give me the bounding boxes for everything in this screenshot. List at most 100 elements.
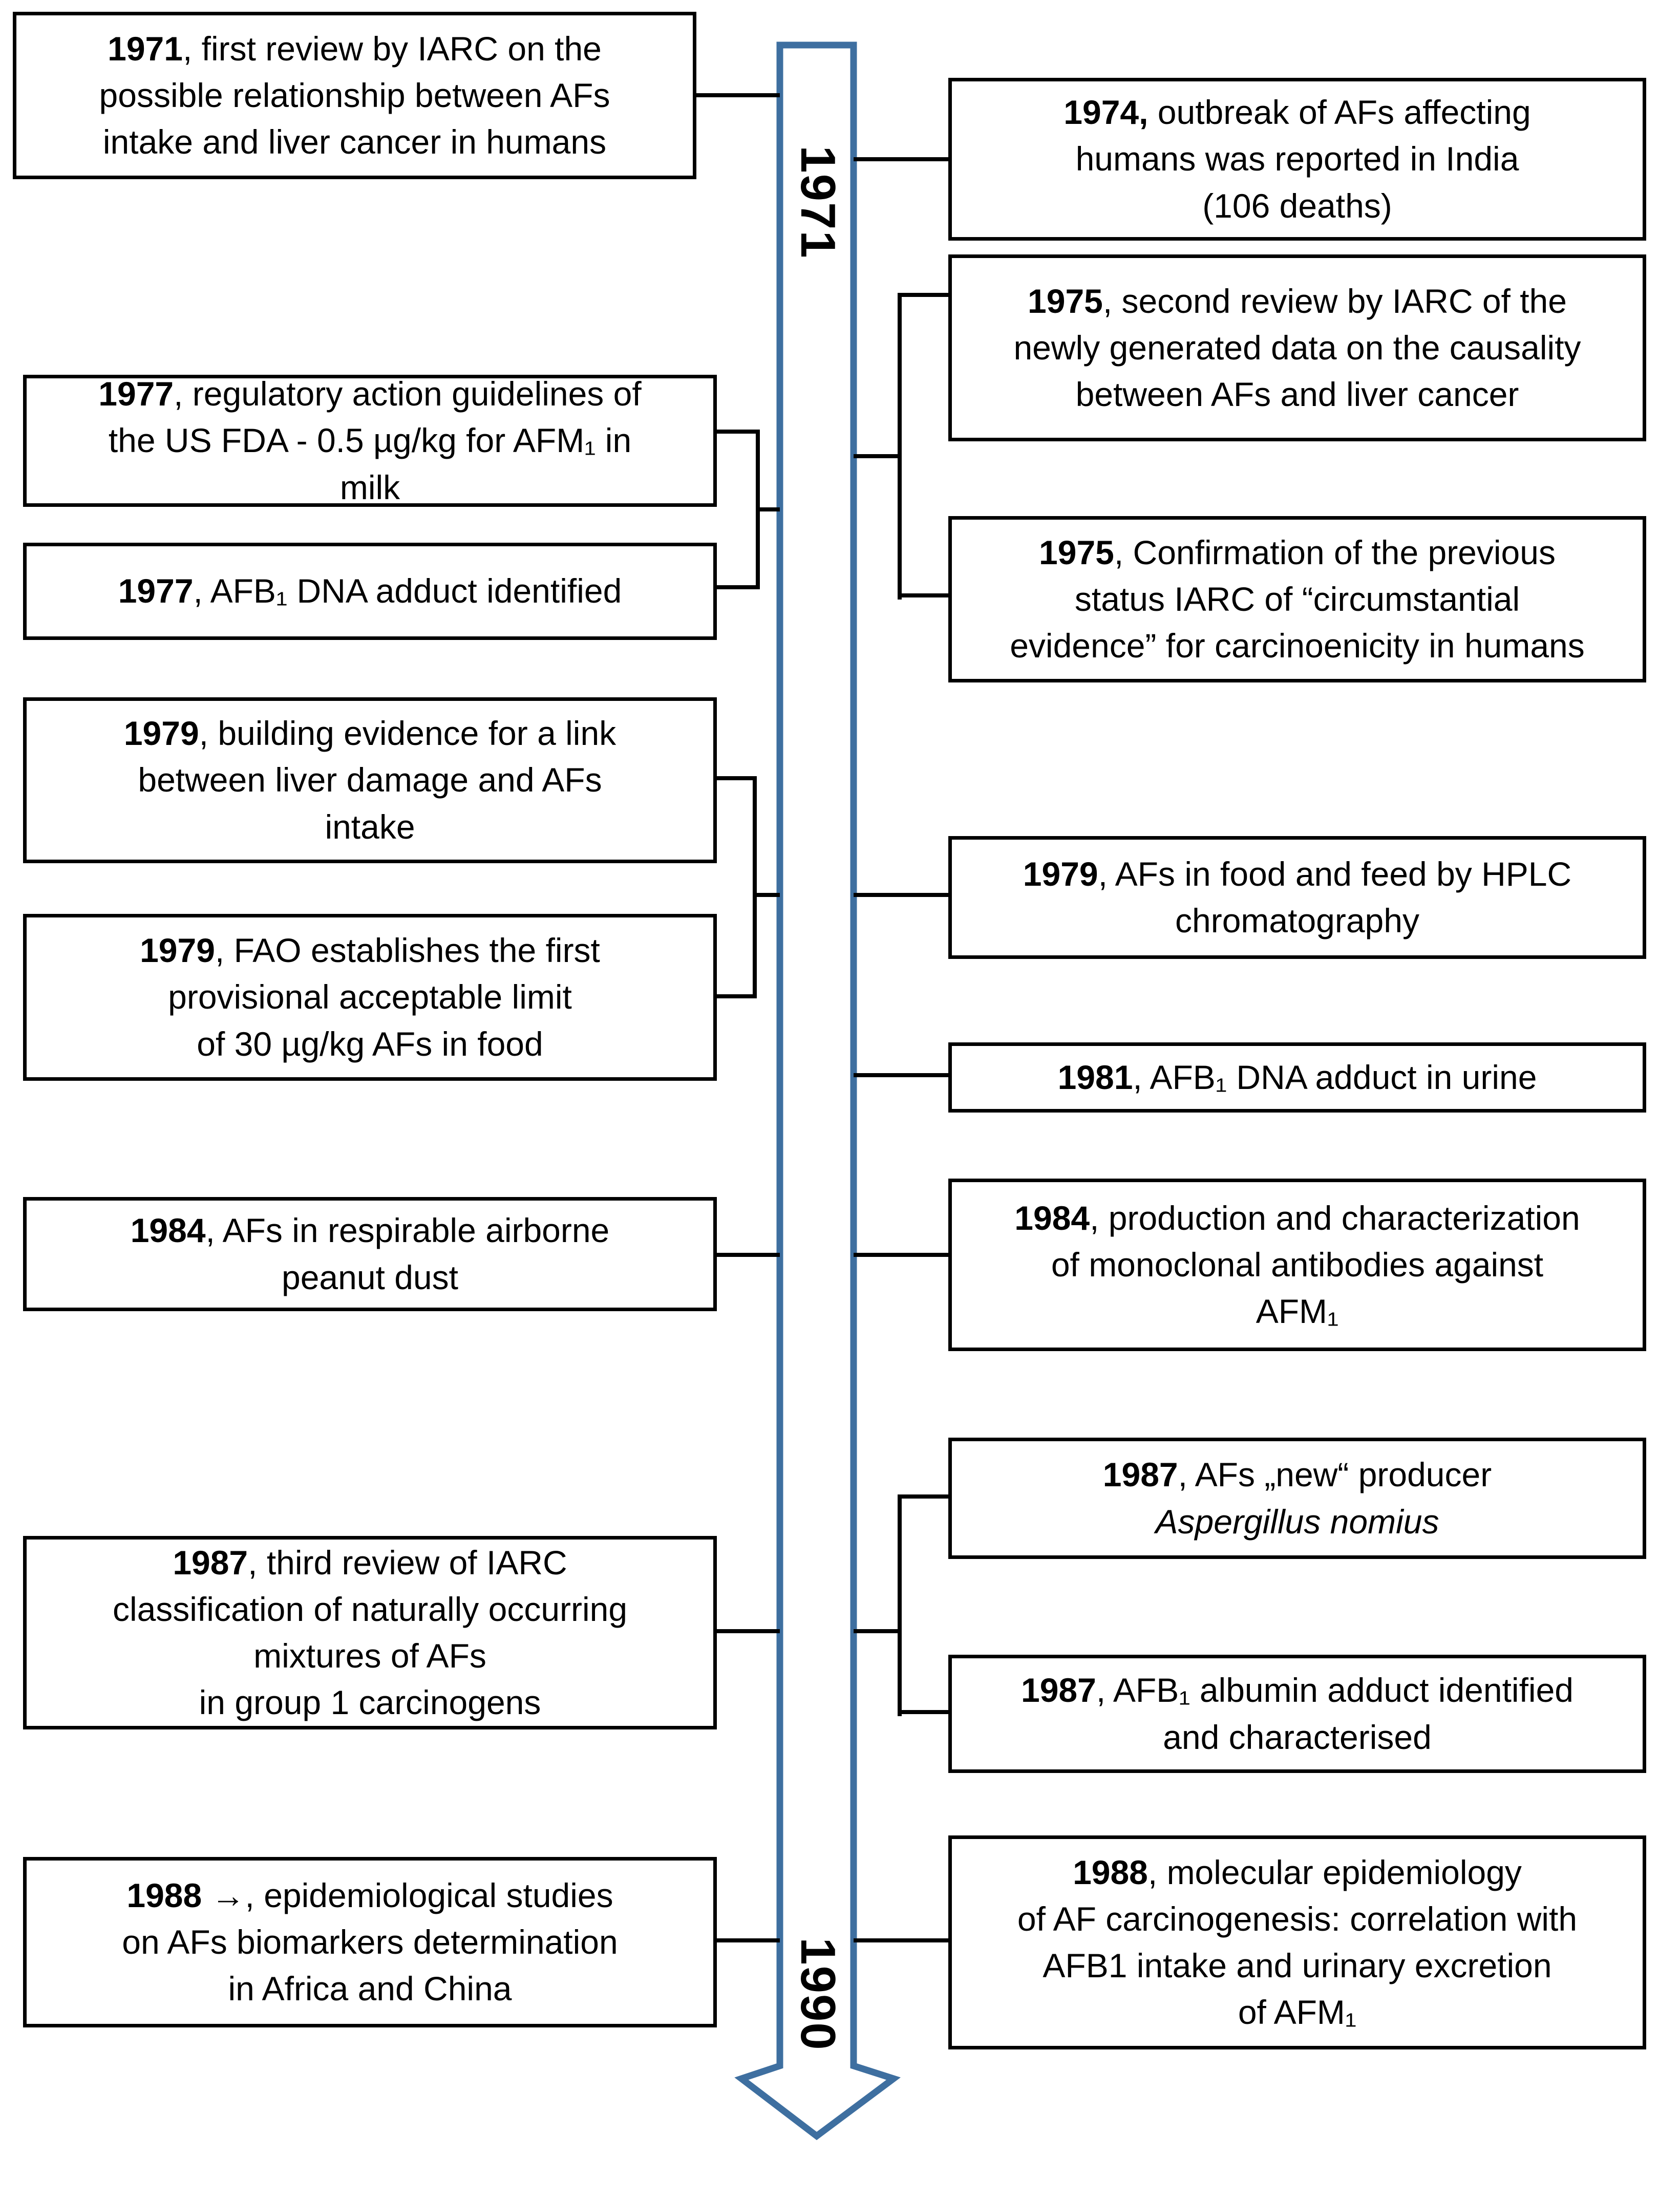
connector-1988-left: [717, 1938, 780, 1942]
connector-1974: [854, 157, 950, 161]
event-year: 1987: [173, 1543, 248, 1582]
event-text-line: evidence” for carcinoenicity in humans: [1010, 627, 1585, 665]
event-year: 1977: [118, 572, 194, 610]
event-text-line: 1977, regulatory action guidelines of: [98, 375, 642, 413]
connector-1979b-stub: [717, 994, 757, 998]
connector-1975a-stub: [898, 293, 948, 297]
event-text-line: of monoclonal antibodies against: [1051, 1245, 1544, 1284]
event-text-line: 1987, third review of IARC: [173, 1543, 567, 1582]
event-year: 1979: [123, 714, 199, 753]
connector-1984-left: [717, 1253, 780, 1257]
event-box-1984-peanut-dust: 1984, AFs in respirable airborne peanut …: [23, 1197, 717, 1311]
connector-1984-right: [854, 1253, 948, 1257]
timeline-arrow-shape: [734, 41, 901, 2141]
event-year: 1984: [1014, 1199, 1090, 1237]
event-text-line: of 30 µg/kg AFs in food: [197, 1024, 543, 1063]
event-box-1987-iarc-group1: 1987, third review of IARC classificatio…: [23, 1536, 717, 1729]
connector-1987b-stub: [898, 1710, 948, 1714]
connector-1977a-stub: [717, 430, 760, 434]
event-text-line: status IARC of “circumstantial: [1074, 580, 1520, 618]
event-box-1979-fao-limit: 1979, FAO establishes the first provisio…: [23, 914, 717, 1081]
connector-1975-bracket: [898, 295, 902, 600]
event-box-1975-second-review: 1975, second review by IARC of the newly…: [948, 254, 1646, 441]
event-text-line-italic: Aspergillus nomius: [1155, 1502, 1439, 1541]
event-text-line: 1988, molecular epidemiology: [1073, 1853, 1522, 1891]
event-year: 1984: [130, 1211, 206, 1250]
connector-1979-feed: [753, 893, 780, 897]
event-text-line: and characterised: [1163, 1718, 1432, 1756]
event-box-1987-albumin-adduct: 1987, AFB₁ albumin adduct identified and…: [948, 1655, 1646, 1773]
connector-1988-right: [854, 1938, 948, 1942]
event-year: 1979: [140, 931, 215, 970]
event-text-line: 1984, AFs in respirable airborne: [130, 1211, 610, 1250]
event-year: 1975: [1028, 282, 1103, 320]
event-box-1975-confirmation: 1975, Confirmation of the previous statu…: [948, 516, 1646, 682]
event-text-line: classification of naturally occurring: [112, 1590, 628, 1628]
connector-1987a-stub: [898, 1494, 948, 1499]
event-text-line: of AFM₁: [1238, 1993, 1357, 2032]
event-text-line: between liver damage and AFs: [138, 761, 602, 799]
connector-1975-feed: [854, 454, 900, 458]
event-text-line: provisional acceptable limit: [168, 978, 572, 1016]
event-box-1977-dna-adduct: 1977, AFB₁ DNA adduct identified: [23, 543, 717, 640]
timeline-end-year-label: 1990: [791, 1937, 845, 2051]
connector-1987-feed: [854, 1629, 900, 1633]
event-text-line: 1987, AFB₁ albumin adduct identified: [1021, 1671, 1573, 1709]
event-text-line: mixtures of AFs: [253, 1637, 486, 1675]
connector-1977b-stub: [717, 585, 760, 589]
connector-1987-bracket: [898, 1494, 902, 1716]
event-text-line: possible relationship between AFs: [99, 76, 610, 114]
event-year: 1988: [1073, 1853, 1148, 1891]
event-text-line: in group 1 carcinogens: [199, 1683, 541, 1722]
event-text-line: (106 deaths): [1202, 186, 1392, 225]
event-year: 1979: [1023, 854, 1098, 893]
event-text-line: 1979, FAO establishes the first: [140, 931, 600, 970]
event-text-line: 1981, AFB₁ DNA adduct in urine: [1057, 1058, 1537, 1096]
event-box-1971-left: 1971, first review by IARC on the possib…: [13, 12, 696, 179]
event-text-line: 1971, first review by IARC on the: [108, 29, 602, 68]
event-text-line: between AFs and liver cancer: [1075, 375, 1519, 414]
event-text-line: 1975, second review by IARC of the: [1028, 282, 1567, 320]
connector-1979a-stub: [717, 776, 757, 780]
event-year: 1974,: [1064, 93, 1149, 132]
event-year: 1977: [98, 375, 174, 413]
event-box-1984-monoclonal-antibodies: 1984, production and characterization of…: [948, 1179, 1646, 1351]
event-year: 1987: [1102, 1456, 1178, 1494]
connector-1977-feed: [756, 507, 780, 511]
event-text-line: 1975, Confirmation of the previous: [1039, 533, 1556, 571]
event-year: 1987: [1021, 1671, 1096, 1709]
event-box-1981-urine-adduct: 1981, AFB₁ DNA adduct in urine: [948, 1042, 1646, 1113]
event-text-line: intake: [325, 807, 415, 846]
event-box-1979-liver-link: 1979, building evidence for a link betwe…: [23, 697, 717, 863]
connector-1975b-stub: [898, 593, 948, 597]
event-text-line: 1987, AFs „new“ producer: [1102, 1456, 1492, 1494]
event-year: 1971: [108, 29, 183, 68]
event-text-line: 1979, building evidence for a link: [123, 714, 616, 753]
connector-1987-left: [717, 1629, 780, 1633]
event-text-line: in Africa and China: [228, 1970, 512, 2008]
event-text-line: milk: [339, 468, 400, 506]
event-text-line: AFM₁: [1256, 1292, 1339, 1331]
event-text-line: newly generated data on the causality: [1013, 328, 1581, 367]
event-box-1974-india-outbreak: 1974, outbreak of AFs affecting humans w…: [948, 78, 1646, 241]
event-year: 1988: [126, 1876, 202, 1914]
event-box-1988-molecular-epidemiology: 1988, molecular epidemiology of AF carci…: [948, 1835, 1646, 2049]
event-text-line: chromatography: [1175, 902, 1419, 939]
event-text-line: 1977, AFB₁ DNA adduct identified: [118, 572, 622, 610]
event-text-line: intake and liver cancer in humans: [102, 123, 607, 161]
event-year: 1975: [1039, 533, 1114, 571]
event-text-line: humans was reported in India: [1075, 140, 1519, 178]
connector-1979-bracket: [753, 776, 757, 998]
event-box-1979-hplc: 1979, AFs in food and feed by HPLC chrom…: [948, 836, 1646, 959]
event-box-1988-epidemiological: 1988 →, epidemiological studies on AFs b…: [23, 1857, 717, 2027]
event-text-line: 1979, AFs in food and feed by HPLC: [1023, 854, 1572, 893]
event-text-line: of AF carcinogenesis: correlation with: [1017, 1899, 1578, 1938]
event-text-line: 1984, production and characterization: [1014, 1199, 1580, 1237]
connector-1979-right: [854, 893, 948, 897]
timeline-start-year-label: 1971: [791, 145, 845, 259]
event-text-line: 1988 →, epidemiological studies: [126, 1876, 613, 1914]
event-box-1987-aspergillus-nomius: 1987, AFs „new“ producer Aspergillus nom…: [948, 1438, 1646, 1559]
event-text-line: AFB1 intake and urinary excretion: [1043, 1947, 1552, 1984]
event-year: 1981: [1057, 1058, 1133, 1096]
